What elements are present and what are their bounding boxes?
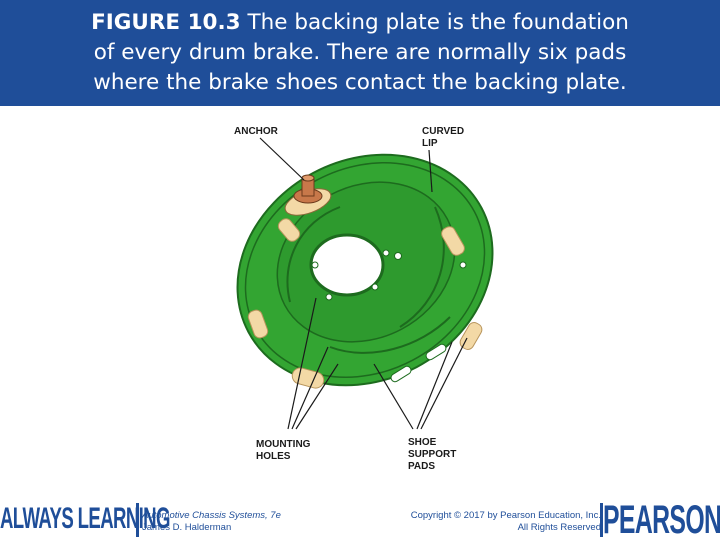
label-lip: LIP	[422, 138, 438, 149]
label-curved: CURVED	[422, 126, 464, 137]
slide-title: FIGURE 10.3 The backing plate is the fou…	[10, 8, 710, 98]
center-hole	[309, 233, 385, 297]
label-anchor: ANCHOR	[234, 126, 279, 137]
shoe-pad	[441, 226, 465, 256]
leader-lines	[259, 137, 468, 430]
caption-line-3: where the brake shoes contact the backin…	[93, 70, 627, 95]
copyright: Copyright © 2017 by Pearson Education, I…	[385, 510, 601, 534]
plate-ridge-right	[399, 206, 445, 328]
mounting-hole	[371, 283, 379, 291]
title-bar: FIGURE 10.3 The backing plate is the fou…	[0, 0, 720, 106]
book-info: Automotive Chassis Systems, 7e James D. …	[142, 510, 281, 534]
label-holes: HOLES	[256, 451, 291, 462]
backing-plate-figure: ANCHOR CURVED LIP MOUNTING HOLES SHOE SU…	[234, 126, 494, 472]
brand-always: ALWAYS	[0, 502, 74, 535]
brand-learning: LEARNING	[77, 502, 171, 535]
mounting-hole	[382, 249, 390, 257]
shoe-pad	[247, 309, 269, 339]
copyright-line-1: Copyright © 2017 by Pearson Education, I…	[410, 510, 601, 521]
footer-divider-left	[136, 503, 139, 537]
mounting-hole	[311, 261, 319, 269]
label-shoe: SHOE	[408, 437, 437, 448]
label-support: SUPPORT	[408, 449, 456, 460]
label-pads: PADS	[408, 461, 435, 472]
mounting-hole	[325, 293, 333, 301]
plate-ridge-bottom	[329, 316, 451, 354]
caption-line-2: of every drum brake. There are normally …	[93, 40, 627, 65]
figure-number: FIGURE 10.3	[91, 10, 241, 35]
footer-divider-right	[600, 503, 603, 537]
book-author: James D. Halderman	[142, 522, 232, 533]
plate-slot	[390, 365, 412, 383]
pearson-logo: PEARSON	[603, 498, 720, 542]
label-mounting: MOUNTING	[256, 439, 311, 450]
always-learning-logo: ALWAYS LEARNING	[0, 500, 170, 538]
copyright-line-2: All Rights Reserved	[517, 522, 601, 533]
book-title: Automotive Chassis Systems, 7e	[142, 510, 281, 521]
caption-line-1: The backing plate is the foundation	[247, 10, 629, 35]
plate-ridge-left	[286, 206, 341, 303]
plate-slot	[425, 343, 447, 361]
plate-hole	[394, 252, 402, 260]
shoe-pad	[459, 322, 483, 350]
plate-hole	[459, 261, 467, 269]
shoe-pad	[277, 218, 301, 242]
